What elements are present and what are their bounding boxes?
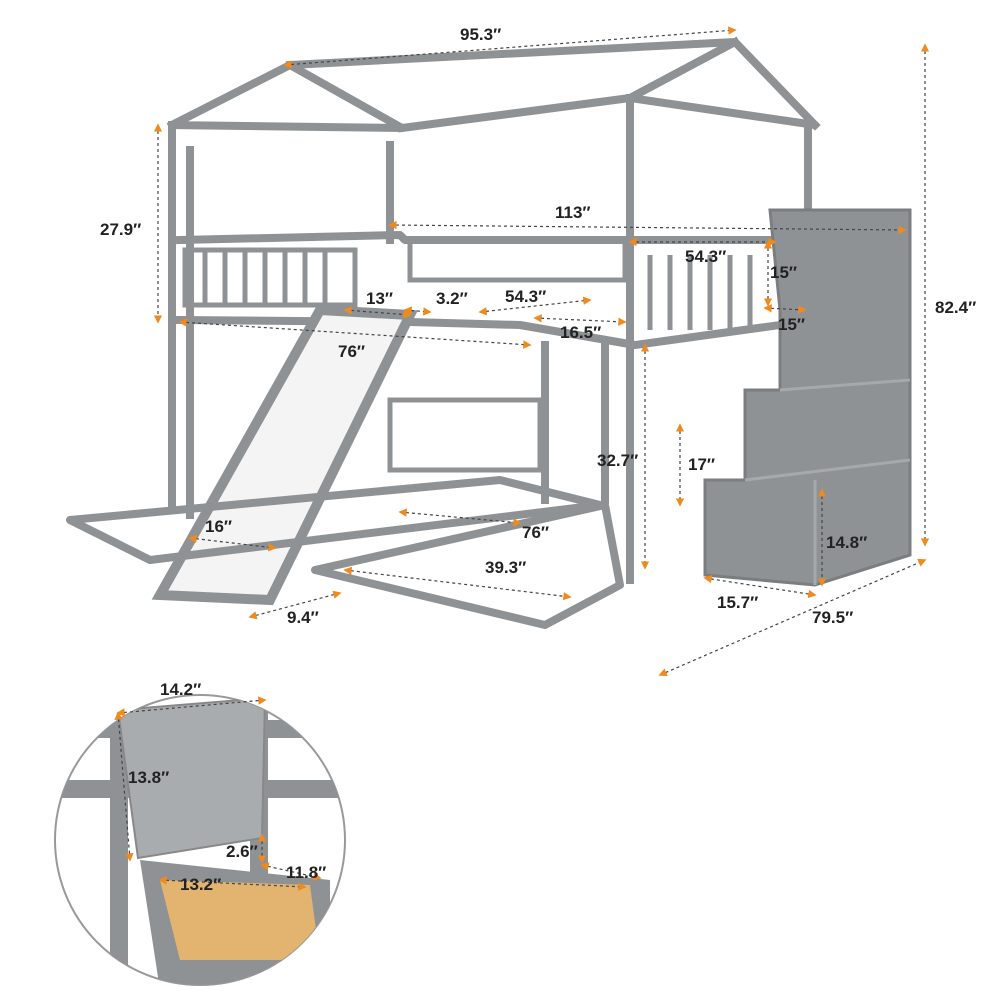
dimension-arrow [398, 508, 522, 527]
dim-total-height: 82.4″ [935, 298, 976, 317]
dim-top-bunk-length: 54.3″ [685, 247, 726, 266]
dimension-arrow [658, 558, 927, 677]
dim-upper-length: 76″ [338, 342, 365, 361]
bed-frame [66, 36, 912, 629]
dim-total-length: 113″ [555, 203, 591, 222]
dim-lower-rail-height: 17″ [688, 455, 715, 474]
dim-top-width: 95.3″ [460, 25, 501, 44]
dimension-arrow [158, 876, 307, 891]
dim-roof-height: 27.9″ [100, 220, 141, 239]
dim-drawer-depth-small: 2.6″ [226, 842, 258, 861]
dimension-arrow [116, 696, 267, 717]
dim-drawer-width: 14.2″ [160, 680, 201, 699]
dim-slide-gap: 13″ [366, 289, 393, 308]
dim-stair-step-depth: 15″ [778, 315, 805, 334]
dim-mattress-length: 54.3″ [505, 287, 546, 306]
dimension-arrow [533, 314, 627, 326]
drawer-detail [54, 694, 346, 986]
dim-lower-clearance: 32.7″ [597, 451, 638, 470]
dim-stair-bottom-height: 14.8″ [826, 533, 867, 552]
dimension-arrow [260, 862, 322, 881]
dimension-arrow [403, 306, 432, 316]
dim-slide-width: 16″ [205, 517, 232, 536]
dim-lower-length: 76″ [522, 523, 549, 542]
dim-stair-step-height: 15″ [770, 263, 797, 282]
dim-slide-end: 9.4″ [287, 608, 319, 627]
dim-drawer-depth: 11.8″ [286, 863, 326, 882]
dimension-arrow [388, 220, 907, 235]
dimension-arrow [478, 296, 592, 316]
drawer-bottom-wood [160, 880, 320, 960]
dim-lower-width: 39.3″ [485, 558, 526, 577]
storage-stairs [703, 208, 912, 587]
dimension-arrow [114, 711, 134, 862]
dimension-arrow [343, 566, 572, 601]
dimension-arrow [343, 306, 412, 319]
dimension-arrow [178, 318, 532, 349]
dim-drawer-lid-height: 13.8″ [128, 768, 169, 787]
dim-total-depth: 79.5″ [812, 608, 853, 627]
dimension-labels: 95.3″ 113″ 27.9″ 82.4″ 54.3″ 15″ 15″ 13″… [100, 25, 976, 894]
dim-drawer-inner-width: 13.2″ [180, 875, 221, 894]
dimension-arrow [763, 304, 807, 314]
dim-stair-depth: 15.7″ [717, 593, 758, 612]
guardrail-slats [202, 237, 753, 330]
dimension-arrow [188, 534, 277, 552]
dimension-arrows [114, 26, 930, 891]
dim-slat-gap: 3.2″ [436, 289, 468, 308]
dim-guardrail-height: 16.5″ [560, 323, 601, 342]
